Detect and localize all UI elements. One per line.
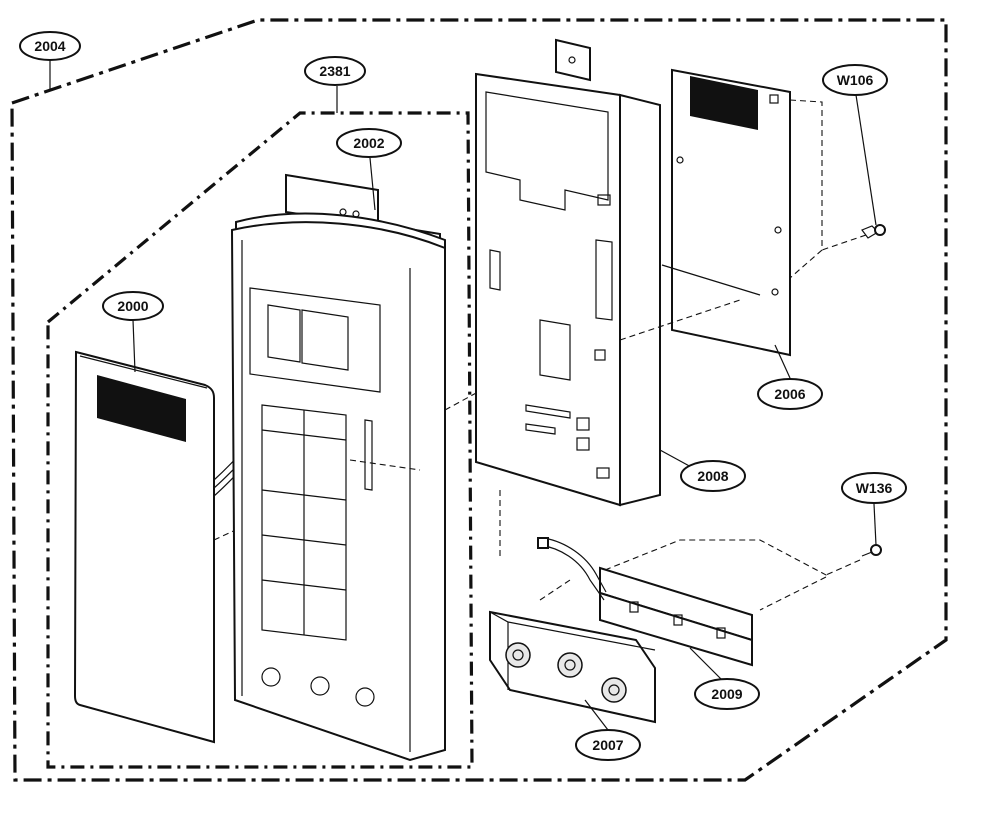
leader-lines [49,60,877,731]
callout-W136: W136 [841,472,907,504]
part-2006-pcb [619,68,886,357]
callout-2004: 2004 [19,31,81,61]
callout-2002-label: 2002 [353,135,384,151]
part-2008-bracket [475,38,661,560]
callout-2008-label: 2008 [697,468,728,484]
callout-2000: 2000 [102,291,164,321]
callout-W106-label: W106 [837,72,874,88]
callout-2007: 2007 [575,729,641,761]
callout-2004-label: 2004 [34,38,65,54]
part-2009-small-pcb [537,537,882,667]
part-2000-touch-panel [73,350,301,744]
callout-2007-label: 2007 [592,737,623,753]
callout-2002: 2002 [336,128,402,158]
callout-2000-label: 2000 [117,298,148,314]
callout-2006: 2006 [757,378,823,410]
assembly-boundary-2004 [10,18,948,782]
callout-2009-label: 2009 [711,686,742,702]
callout-2381: 2381 [304,56,366,86]
callout-2008: 2008 [680,460,746,492]
part-2002-control-frame [230,173,501,762]
callout-2006-label: 2006 [774,386,805,402]
part-2007-knob-housing [489,579,656,724]
callout-W106: W106 [822,64,888,96]
callout-2009: 2009 [694,678,760,710]
assembly-boundary-2381 [46,111,474,769]
callout-W136-label: W136 [856,480,893,496]
callout-2381-label: 2381 [319,63,350,79]
